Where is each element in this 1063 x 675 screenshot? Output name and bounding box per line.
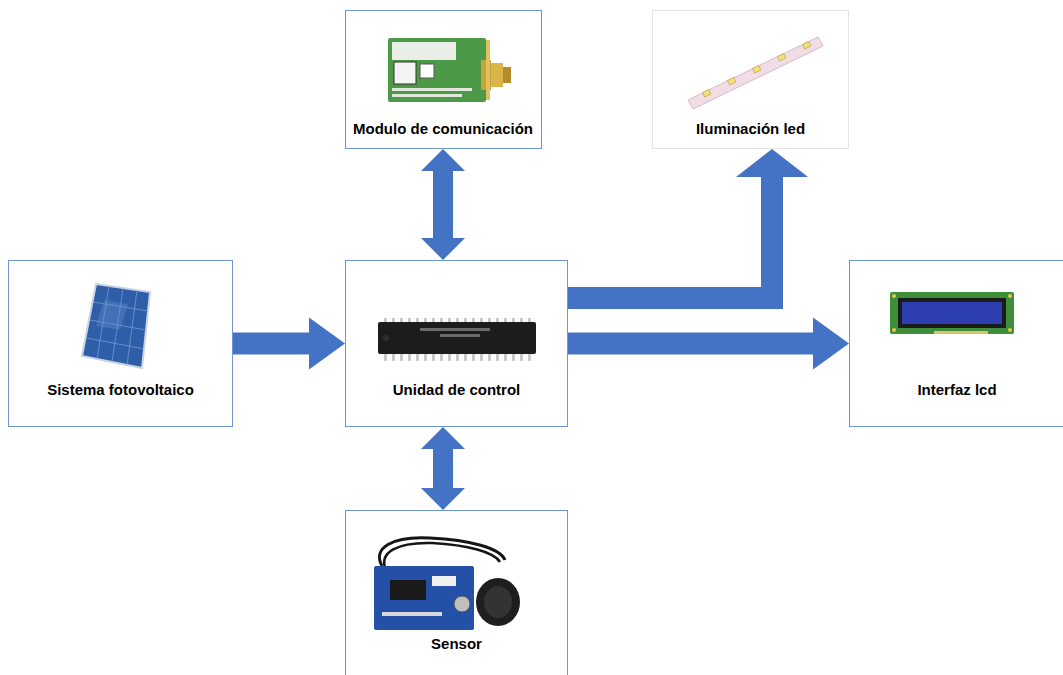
arrow-shaft <box>433 448 453 489</box>
block-box: Sensor <box>345 510 568 675</box>
block-label: Iluminación led <box>696 120 805 138</box>
block-label: Modulo de comunicación <box>353 120 533 138</box>
block-arrow <box>568 149 808 298</box>
block-arrow <box>233 318 345 370</box>
arrow-shaft <box>433 170 453 239</box>
block-label: Unidad de control <box>393 381 521 399</box>
block-box: Interfaz lcd <box>849 260 1063 427</box>
microcontroller-picture <box>378 318 536 361</box>
arrow-head <box>736 149 808 177</box>
block-box: Unidad de control <box>345 260 568 427</box>
block-label: Interfaz lcd <box>917 381 996 399</box>
radio-module-picture <box>388 38 511 102</box>
lcd-picture <box>890 292 1014 334</box>
block-arrow <box>421 427 465 510</box>
arrow-shaft <box>233 333 310 355</box>
arrow-head <box>813 318 849 370</box>
arrow-head <box>309 318 345 370</box>
block-label: Sistema fotovoltaico <box>47 381 194 399</box>
arrow-head <box>421 427 465 449</box>
led-strip-picture <box>688 37 823 109</box>
block-box: Sistema fotovoltaico <box>8 260 233 427</box>
block-box: Modulo de comunicación <box>345 10 542 149</box>
arrow-head <box>421 488 465 510</box>
block-label: Sensor <box>431 635 482 653</box>
arrow-head <box>421 149 465 171</box>
arrow-head <box>421 238 465 260</box>
block-arrow <box>421 149 465 260</box>
ultrasonic-sensor-picture <box>374 538 520 630</box>
block-box: Iluminación led <box>652 10 849 149</box>
arrow-shaft <box>568 176 772 298</box>
arrow-shaft <box>568 333 814 355</box>
solar-panel-picture <box>82 284 150 368</box>
block-arrow <box>568 318 849 370</box>
